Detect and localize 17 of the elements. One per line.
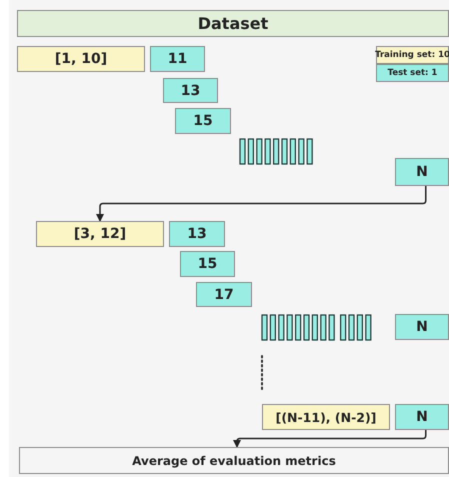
fold-box: N xyxy=(395,158,449,186)
fold-box: 13 xyxy=(169,221,225,247)
fold-box: 13 xyxy=(163,78,218,103)
range-box: [(N-11), (N-2)] xyxy=(262,404,390,430)
arrow xyxy=(233,430,427,448)
fold-box: 15 xyxy=(180,251,235,277)
fold-box: 17 xyxy=(196,282,252,307)
fold-box: N xyxy=(395,314,449,340)
legend-item: Test set: 1 xyxy=(376,64,449,82)
band-header: Dataset xyxy=(17,10,449,37)
arrow xyxy=(96,186,427,222)
fold-box: 15 xyxy=(175,108,231,134)
range-box: [3, 12] xyxy=(36,221,164,247)
fold-box: N xyxy=(395,404,449,430)
fold-box: 11 xyxy=(150,46,205,72)
range-box: [1, 10] xyxy=(17,46,145,72)
result-box: Average of evaluation metrics xyxy=(19,447,449,474)
